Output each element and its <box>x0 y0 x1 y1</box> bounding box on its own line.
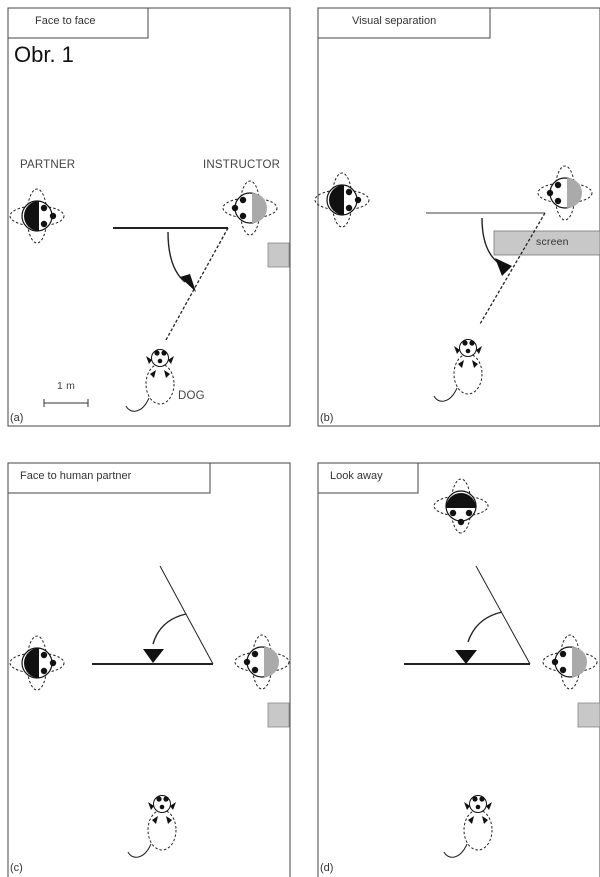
panel-b-letter: (b) <box>320 412 334 424</box>
dog-figure <box>127 795 177 858</box>
panel-a-tab <box>7 7 149 39</box>
arrowhead <box>455 650 477 664</box>
screen-stub <box>577 702 600 728</box>
panel-d-tab <box>317 462 419 494</box>
instructor-figure <box>537 165 593 221</box>
partner-figure <box>9 188 65 244</box>
turn-line <box>479 212 546 325</box>
panel-a-frame <box>7 7 291 427</box>
partner-figure <box>314 172 370 228</box>
panel-a <box>7 7 291 427</box>
panel-c-title: Face to human partner <box>20 470 132 482</box>
partner-label: PARTNER <box>20 159 76 171</box>
arrowhead <box>143 649 164 663</box>
screen-stub <box>267 242 290 268</box>
scale-label: 1 m <box>57 380 76 392</box>
dog-figure <box>443 795 493 858</box>
dog-figure <box>125 349 175 412</box>
turn-arrow <box>467 611 503 643</box>
instructor-figure <box>542 634 598 690</box>
instructor-label: INSTRUCTOR <box>203 159 281 171</box>
panel-b <box>314 7 600 427</box>
screen-label: screen <box>536 236 569 248</box>
dog-label: DOG <box>178 390 205 402</box>
arrowhead <box>180 274 196 292</box>
turn-arrow <box>152 613 187 645</box>
panel-c-tab <box>7 462 211 494</box>
figure-caption: Obr. 1 <box>14 42 74 67</box>
dog-figure <box>433 339 483 402</box>
instructor-figure <box>222 180 278 236</box>
panel-d <box>317 462 600 877</box>
partner-figure-looking-away <box>433 478 489 534</box>
panel-d-title: Look away <box>330 470 383 482</box>
arrowhead <box>495 258 512 276</box>
instructor-figure <box>234 634 290 690</box>
panel-b-tab <box>317 7 491 39</box>
turn-arrow <box>167 231 186 283</box>
panel-a-letter: (a) <box>10 412 24 424</box>
panel-b-title: Visual separation <box>352 15 437 27</box>
panel-d-letter: (d) <box>320 862 334 874</box>
panel-c-letter: (c) <box>10 862 23 874</box>
screen-panel <box>493 230 600 256</box>
panel-b-frame <box>317 7 600 427</box>
partner-figure <box>9 635 65 691</box>
panel-c <box>7 462 291 877</box>
turn-line <box>165 227 229 341</box>
turn-line <box>159 565 214 665</box>
turn-line <box>475 565 531 665</box>
screen-stub <box>267 702 290 728</box>
panel-d-frame <box>317 462 600 877</box>
panel-a-title: Face to face <box>35 15 96 27</box>
